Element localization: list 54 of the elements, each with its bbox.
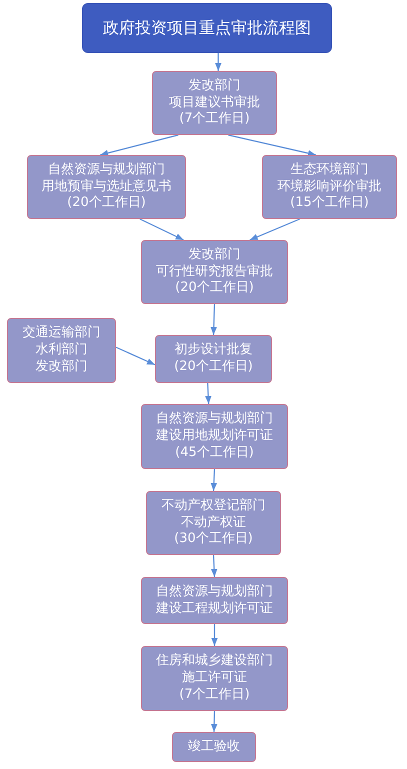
step-text: (7个工作日) — [179, 686, 250, 704]
arrow — [215, 53, 222, 71]
process-box — [141, 240, 288, 304]
arrow — [116, 346, 156, 366]
process-box — [141, 577, 288, 624]
arrow — [205, 382, 212, 404]
process-box — [155, 335, 272, 383]
step-text: (15个工作日) — [290, 195, 369, 212]
process-box — [141, 646, 288, 711]
process-box — [7, 318, 116, 383]
title-box — [82, 3, 332, 53]
step-text: 自然资源与规划部门 — [156, 584, 273, 600]
step-text: (20个工作日) — [67, 195, 146, 212]
title-text: 政府投资项目重点审批流程图 — [103, 18, 311, 38]
step-text: 用地预审与选址意见书 — [42, 178, 172, 196]
process-box — [172, 732, 256, 762]
step-text: 项目建议书审批 — [169, 94, 260, 112]
process-box — [141, 404, 288, 469]
arrow — [250, 218, 300, 241]
step-text: 发改部门 — [36, 358, 88, 376]
step-text: 交通运输部门 — [22, 325, 100, 342]
step-text: 建设用地规划许可证 — [156, 428, 273, 445]
step-text: 不动产权登记部门 — [162, 498, 266, 515]
arrow — [228, 134, 316, 156]
process-box — [27, 155, 186, 219]
step-text: 施工许可证 — [182, 670, 247, 687]
step-text: 生态环境部门 — [290, 162, 368, 179]
step-text: 环境影响评价审批 — [278, 178, 382, 196]
step-text: 初步设计批复 — [174, 342, 252, 359]
step-text: 竣工验收 — [188, 738, 240, 756]
step-text: 建设工程规划许可证 — [156, 600, 273, 618]
step-text: (30个工作日) — [174, 531, 253, 548]
step-text: 水利部门 — [36, 342, 88, 359]
process-box — [146, 491, 281, 555]
process-box — [262, 155, 397, 219]
step-text: (7个工作日) — [179, 111, 250, 128]
arrow — [210, 554, 218, 578]
step-text: 自然资源与规划部门 — [156, 411, 273, 428]
step-text: 发改部门 — [188, 78, 240, 95]
arrow — [211, 710, 218, 732]
arrow — [140, 218, 184, 241]
step-text: (45个工作日) — [175, 444, 254, 462]
step-text: 不动产权证 — [181, 514, 246, 532]
step-text: (20个工作日) — [175, 280, 254, 298]
arrow — [100, 134, 178, 156]
arrow — [211, 624, 218, 646]
step-text: 自然资源与规划部门 — [48, 162, 165, 179]
arrow — [210, 468, 218, 492]
step-text: 住房和城乡建设部门 — [156, 653, 273, 670]
step-text: (20个工作日) — [174, 359, 253, 376]
step-text: 可行性研究报告审批 — [156, 264, 273, 280]
process-box — [152, 71, 277, 135]
arrow — [210, 304, 217, 336]
step-text: 发改部门 — [188, 246, 240, 264]
